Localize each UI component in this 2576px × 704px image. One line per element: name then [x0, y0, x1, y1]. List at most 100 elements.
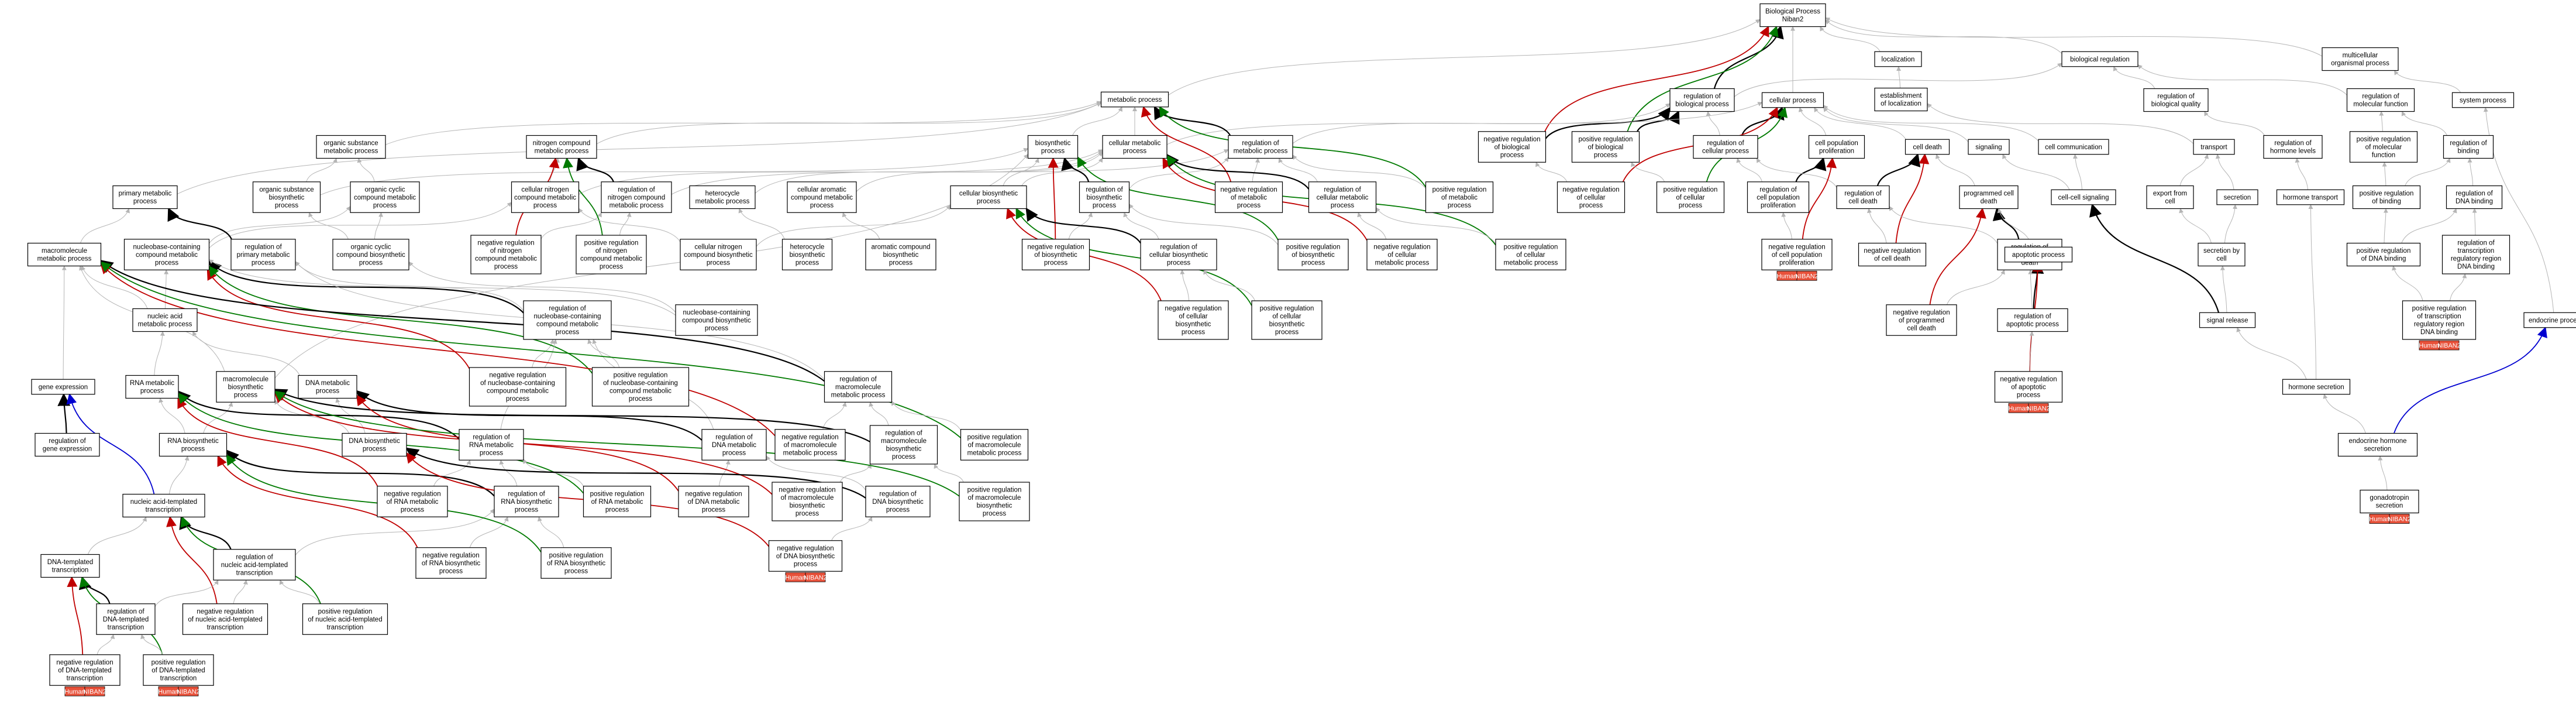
go-term-system[interactable]: system process — [2451, 92, 2515, 108]
go-term-celldeath[interactable]: cell death — [1905, 139, 1950, 155]
go-term-signalrelease[interactable]: signal release — [2199, 312, 2256, 328]
go-term-signaling[interactable]: signaling — [1968, 139, 2010, 155]
go-term-regnucleobase[interactable]: regulation ofnucleobase-containingcompou… — [523, 300, 612, 340]
go-term-hormonetransport[interactable]: hormone transport — [2276, 189, 2345, 205]
go-term-localization[interactable]: localization — [1874, 51, 1922, 67]
go-term-hormonesecretion[interactable]: hormone secretion — [2282, 379, 2351, 395]
go-term-cellcomm[interactable]: cell communication — [2038, 139, 2109, 155]
go-term-regmacrobio[interactable]: regulation ofmacromoleculebiosyntheticpr… — [869, 425, 938, 465]
go-term-bioreg[interactable]: biological regulation — [2061, 51, 2138, 67]
go-term-apoptotic[interactable]: apoptotic process — [2004, 246, 2073, 263]
go-term-metabolic[interactable]: metabolic process — [1100, 91, 1169, 108]
go-term-cellular[interactable]: cellular process — [1761, 92, 1824, 108]
go-term-cellcellsig[interactable]: cell-cell signaling — [2051, 189, 2116, 205]
go-term-geneexpr[interactable]: gene expression — [31, 379, 95, 395]
go-term-transport[interactable]: transport — [2193, 139, 2235, 155]
go-term-secretion[interactable]: secretion — [2216, 189, 2258, 205]
